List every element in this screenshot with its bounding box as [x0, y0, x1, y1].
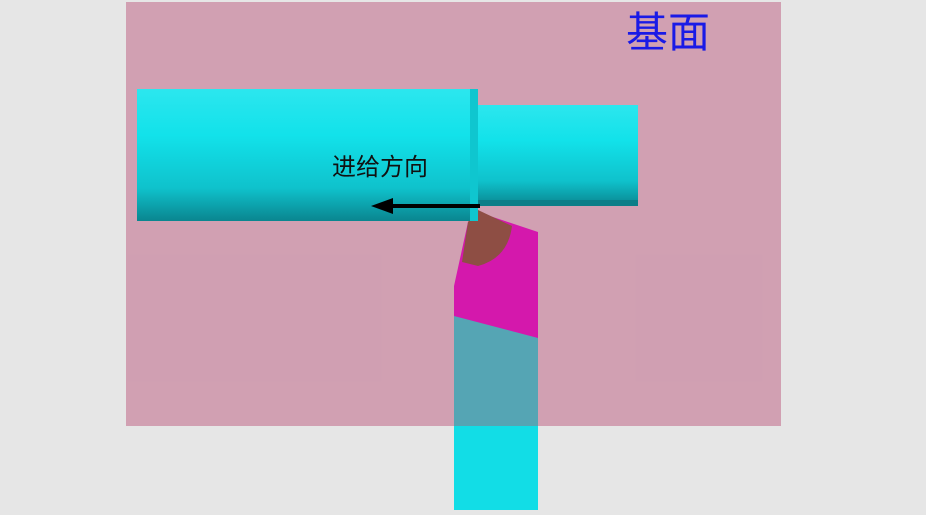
- feed-direction-label: 进给方向: [332, 153, 428, 181]
- workpiece-small-cylinder: [478, 105, 638, 206]
- reference-plane-label: 基面: [626, 8, 711, 57]
- tool-tip: [462, 210, 512, 266]
- workpiece-large-cylinder: [137, 89, 473, 221]
- feed-arrow-head: [371, 198, 393, 214]
- workpiece-step-face: [470, 89, 478, 221]
- machined-surface: [478, 200, 638, 206]
